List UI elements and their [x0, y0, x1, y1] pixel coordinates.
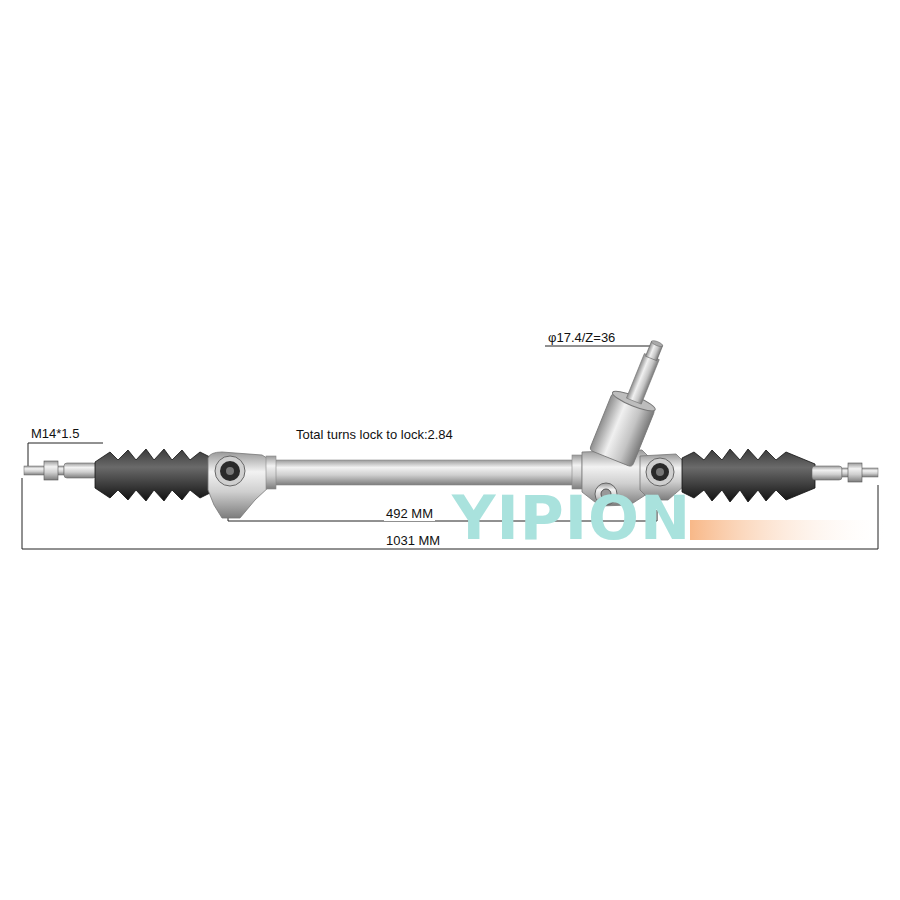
turns-note: Total turns lock to lock:2.84 — [296, 427, 453, 442]
thread-spec-label: M14*1.5 — [31, 426, 79, 441]
dimension-label: 1031 MM — [384, 533, 442, 548]
shaft-spec-label: φ17.4/Z=36 — [548, 330, 615, 345]
watermark: YIPION — [452, 488, 691, 548]
dimension-label: 492 MM — [384, 506, 435, 521]
